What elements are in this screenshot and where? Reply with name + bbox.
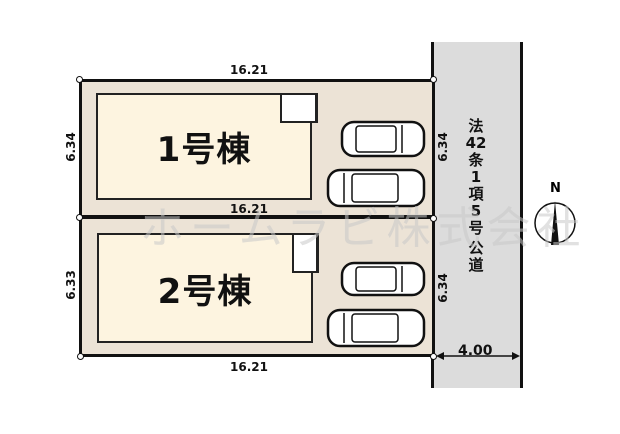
boundary-node bbox=[76, 76, 83, 83]
lot-1-top-dimension: 16.21 bbox=[230, 63, 268, 77]
building-2-annex bbox=[292, 233, 319, 273]
boundary-node bbox=[430, 215, 437, 222]
building-2-label: 2号棟 bbox=[157, 271, 253, 312]
car-icon bbox=[326, 308, 426, 348]
boundary-node bbox=[430, 353, 437, 360]
lot-2-right-dimension: 6.34 bbox=[435, 273, 450, 303]
road-width-dimension: 4.00 bbox=[458, 343, 493, 359]
road-width-arrow bbox=[436, 352, 520, 360]
car-icon bbox=[340, 120, 426, 158]
lot-2-top-dimension: 16.21 bbox=[230, 202, 268, 216]
building-1: 1号棟 bbox=[96, 93, 312, 200]
north-arrow-icon bbox=[534, 201, 576, 245]
road-label: 法 42 条 1 項 5 号 公 道 bbox=[465, 117, 487, 274]
lot-1-left-dimension: 6.34 bbox=[63, 132, 78, 162]
building-1-annex bbox=[280, 93, 318, 123]
boundary-node bbox=[77, 353, 84, 360]
boundary-node bbox=[430, 76, 437, 83]
compass-label: N bbox=[550, 181, 561, 196]
public-road bbox=[431, 42, 523, 388]
lot-1-right-dimension: 6.34 bbox=[435, 132, 450, 162]
building-2: 2号棟 bbox=[97, 233, 313, 343]
lot-2-left-dimension: 6.33 bbox=[63, 270, 78, 300]
building-1-label: 1号棟 bbox=[156, 130, 252, 170]
car-icon bbox=[326, 168, 426, 208]
car-icon bbox=[340, 261, 426, 297]
boundary-node bbox=[76, 214, 83, 221]
lot-2-bottom-dimension: 16.21 bbox=[230, 360, 268, 374]
